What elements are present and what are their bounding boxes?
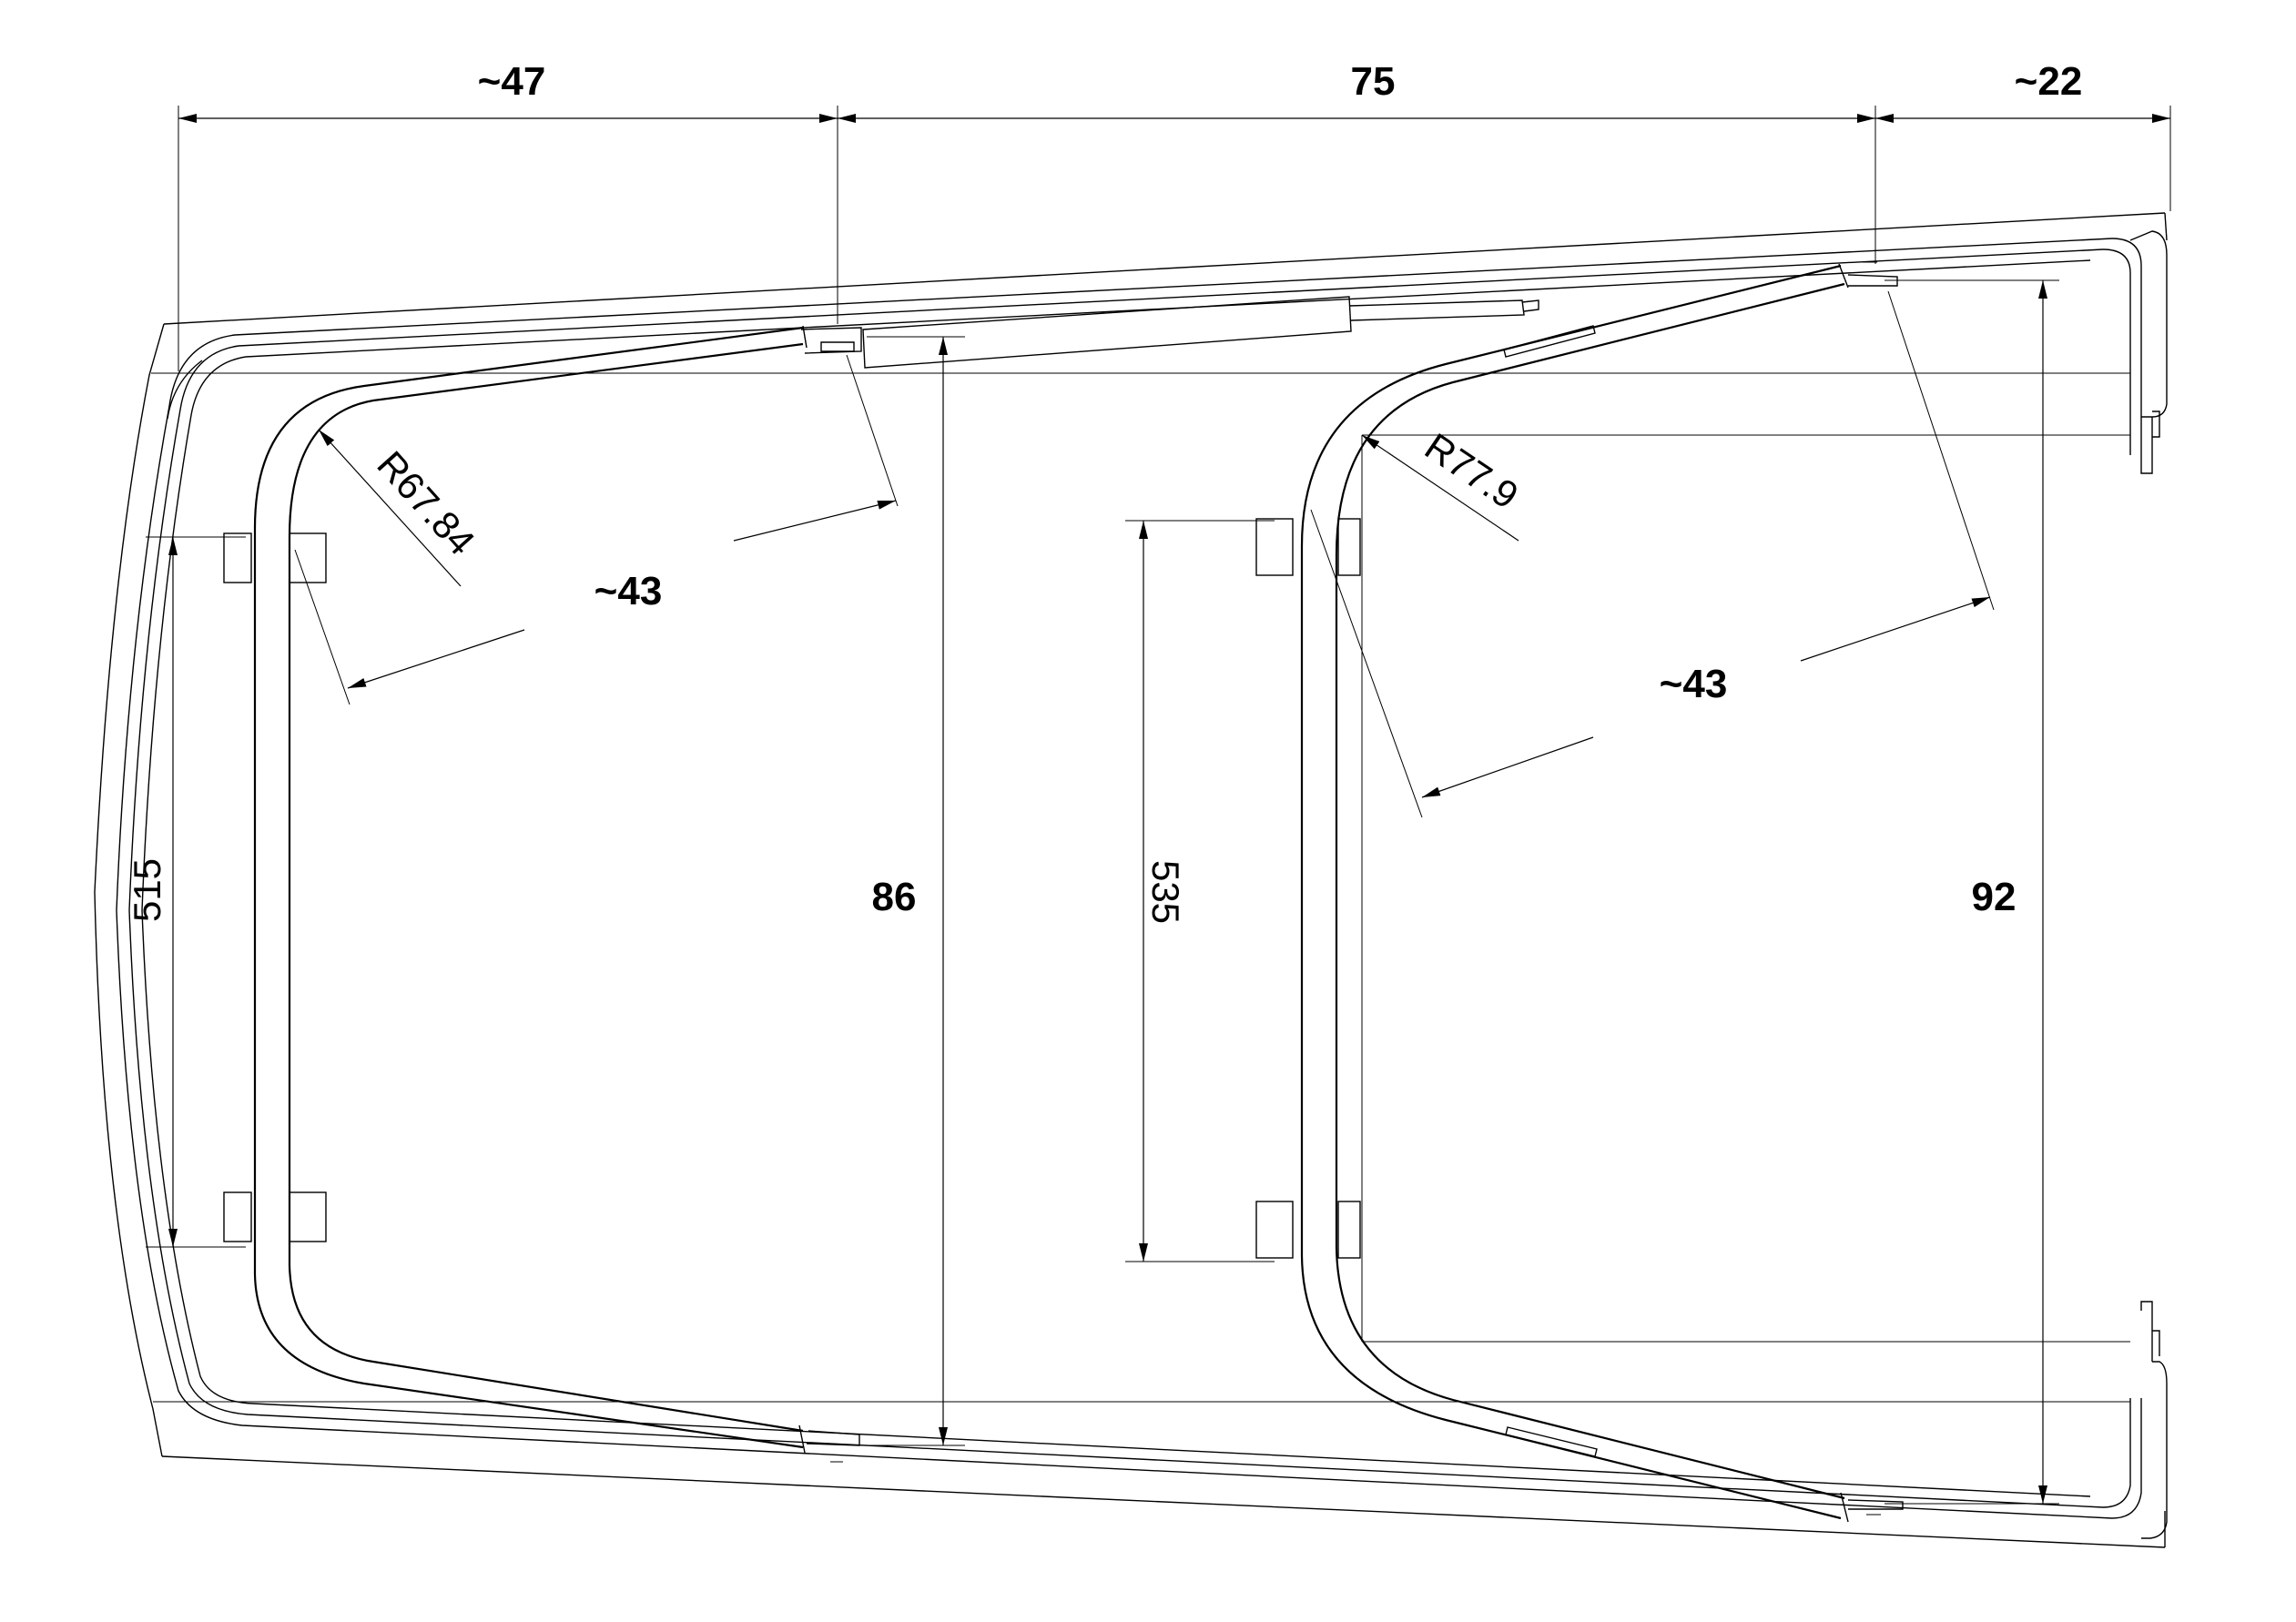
- dimension-labels: ~47 75 ~22 ~43 ~43 86 92 515 535 R67.84 …: [126, 59, 2082, 924]
- label-middle-height: 86: [872, 875, 917, 919]
- label-center-vertical-span: 535: [1144, 860, 1187, 924]
- dimension-lines: [146, 106, 2171, 1505]
- label-right-height: 92: [1972, 875, 2017, 919]
- label-right-radius: R77.9: [1417, 424, 1526, 517]
- right-tube-frame: [1255, 261, 1904, 1523]
- label-left-diagonal: ~43: [594, 569, 663, 613]
- label-left-radius: R67.84: [369, 443, 483, 563]
- label-left-vertical-span: 515: [126, 858, 168, 922]
- label-top-right-width: ~22: [2015, 59, 2083, 104]
- outer-frame: [94, 212, 2168, 1548]
- label-right-diagonal: ~43: [1660, 662, 1728, 706]
- label-top-left-width: ~47: [478, 59, 546, 104]
- label-top-middle-width: 75: [1351, 59, 1396, 104]
- left-tube-frame: [223, 296, 1539, 1463]
